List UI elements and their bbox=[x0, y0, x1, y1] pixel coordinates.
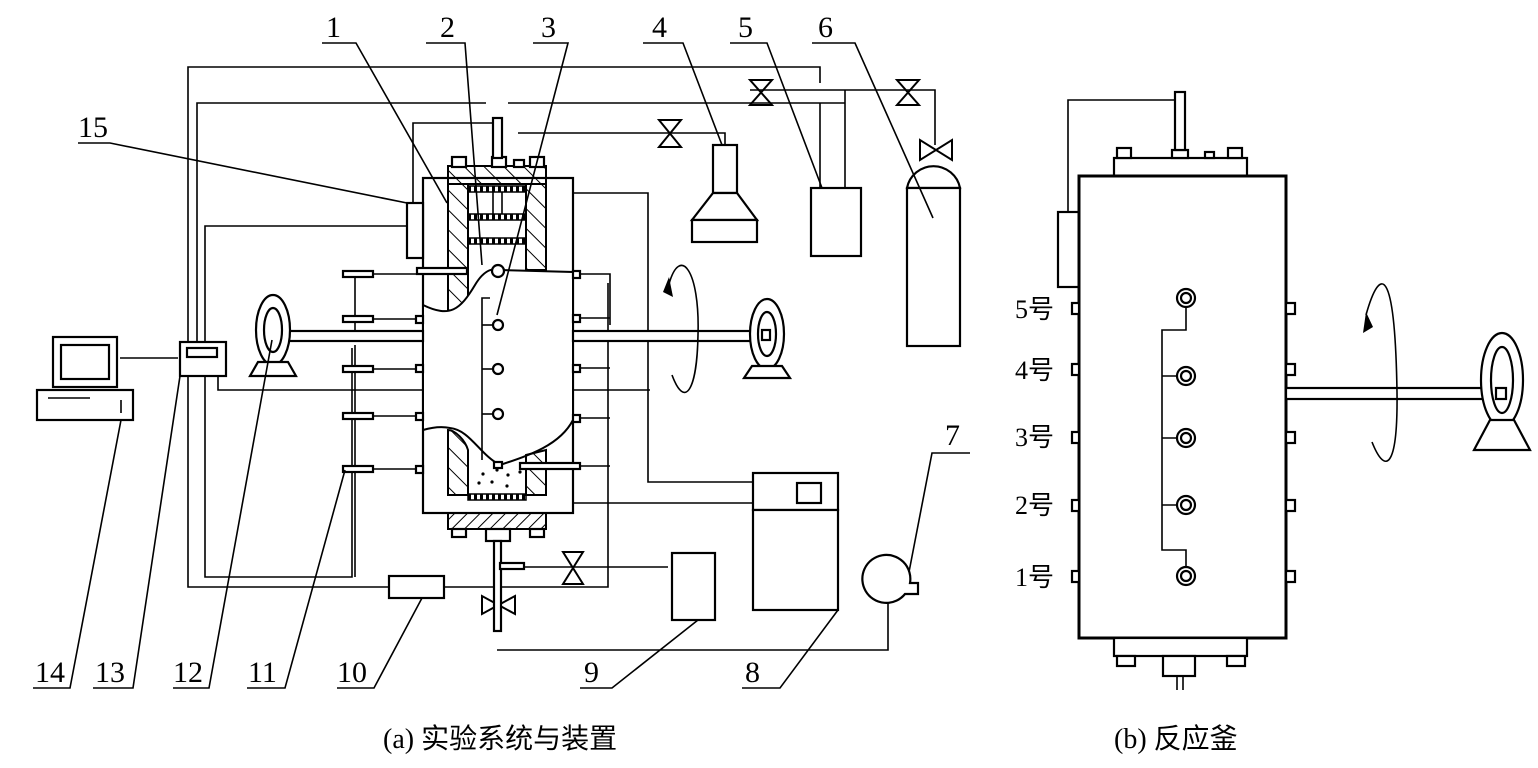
data-acquisition-box[interactable] bbox=[178, 340, 228, 378]
motor-icon[interactable] bbox=[248, 293, 298, 378]
motor-icon[interactable] bbox=[741, 297, 793, 380]
rotation-arrow-icon bbox=[1363, 283, 1398, 462]
funnel-hood[interactable] bbox=[689, 143, 760, 244]
sampling-port-4[interactable] bbox=[1175, 365, 1197, 387]
callout-10: 10 bbox=[337, 656, 367, 689]
sediment-particles bbox=[477, 468, 522, 488]
port-label-2: 2号 bbox=[1015, 491, 1054, 520]
port-label-4: 4号 bbox=[1015, 356, 1054, 385]
callout-3: 3 bbox=[541, 11, 556, 44]
callout-2: 2 bbox=[440, 11, 455, 44]
panel-b: 5号 4号 3号 2号 1号 (b) 反应釜 bbox=[1015, 90, 1532, 755]
rotating-shaft bbox=[1284, 386, 1504, 401]
sampling-port-1[interactable] bbox=[1175, 565, 1197, 587]
caption-panel-a: (a) 实验系统与装置 bbox=[383, 723, 617, 755]
port-label-5: 5号 bbox=[1015, 295, 1054, 324]
valve-icon[interactable] bbox=[747, 79, 775, 106]
callout-6: 6 bbox=[818, 11, 833, 44]
gas-cylinder[interactable] bbox=[905, 165, 962, 348]
port-label-3: 3号 bbox=[1015, 423, 1054, 452]
callout-12: 12 bbox=[173, 656, 203, 689]
reactor-vessel[interactable] bbox=[415, 116, 582, 633]
panel-a: 1 2 3 4 5 6 7 8 9 10 11 12 13 14 15 (a) … bbox=[33, 11, 970, 755]
gas-collector-box[interactable] bbox=[670, 551, 717, 622]
side-ports bbox=[1070, 301, 1297, 584]
sampling-port-5[interactable] bbox=[1175, 287, 1197, 309]
callout-1: 1 bbox=[326, 11, 341, 44]
sampling-port-3[interactable] bbox=[1175, 427, 1197, 449]
component-15-box[interactable] bbox=[405, 201, 425, 260]
callout-leaders bbox=[33, 42, 970, 689]
callout-15: 15 bbox=[78, 111, 108, 144]
callout-13: 13 bbox=[95, 656, 125, 689]
sampling-port-2[interactable] bbox=[1175, 494, 1197, 516]
callout-11: 11 bbox=[248, 656, 277, 689]
signal-wires bbox=[120, 66, 936, 651]
motor-icon[interactable] bbox=[1472, 331, 1532, 452]
callout-7: 7 bbox=[945, 419, 960, 452]
valve-icon[interactable] bbox=[481, 594, 516, 616]
caption-panel-b: (b) 反应釜 bbox=[1114, 723, 1238, 755]
callout-4: 4 bbox=[652, 11, 667, 44]
computer-icon[interactable] bbox=[35, 335, 135, 422]
rotation-arrow-icon bbox=[663, 264, 699, 394]
callout-9: 9 bbox=[584, 656, 599, 689]
gas-meter-box[interactable] bbox=[809, 186, 863, 258]
callout-8: 8 bbox=[745, 656, 760, 689]
valve-icon[interactable] bbox=[656, 119, 684, 148]
pump-icon[interactable] bbox=[861, 553, 920, 604]
valve-icon[interactable] bbox=[561, 551, 585, 585]
thermocouple-rack-right bbox=[571, 269, 611, 467]
port-label-1: 1号 bbox=[1015, 563, 1054, 592]
reactor-vessel-detail[interactable] bbox=[1056, 90, 1288, 690]
valve-icon[interactable] bbox=[894, 79, 922, 106]
thermocouple-rack-left bbox=[341, 269, 425, 577]
pressure-sensor-box[interactable] bbox=[387, 574, 446, 600]
callout-14: 14 bbox=[35, 656, 65, 689]
callout-5: 5 bbox=[738, 11, 753, 44]
thermostat-bath[interactable] bbox=[751, 471, 840, 612]
valve-icon[interactable] bbox=[919, 138, 953, 162]
